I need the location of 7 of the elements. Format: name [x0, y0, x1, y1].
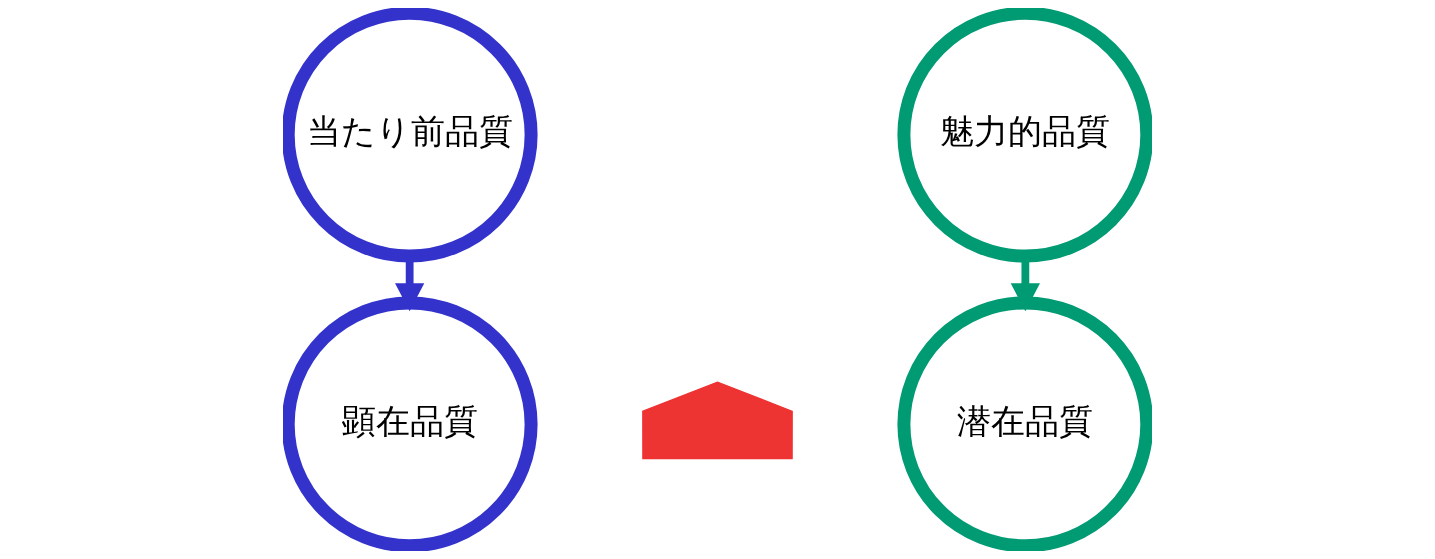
node-circle: 潜在品質 — [897, 296, 1152, 551]
node-circle: 当たり前品質 — [283, 8, 538, 263]
node-arrow — [642, 381, 793, 460]
node-circle: 顕在品質 — [283, 296, 538, 551]
node-circle: 魅力的品質 — [897, 8, 1152, 263]
arrow — [1010, 256, 1040, 312]
arrow — [395, 256, 425, 312]
